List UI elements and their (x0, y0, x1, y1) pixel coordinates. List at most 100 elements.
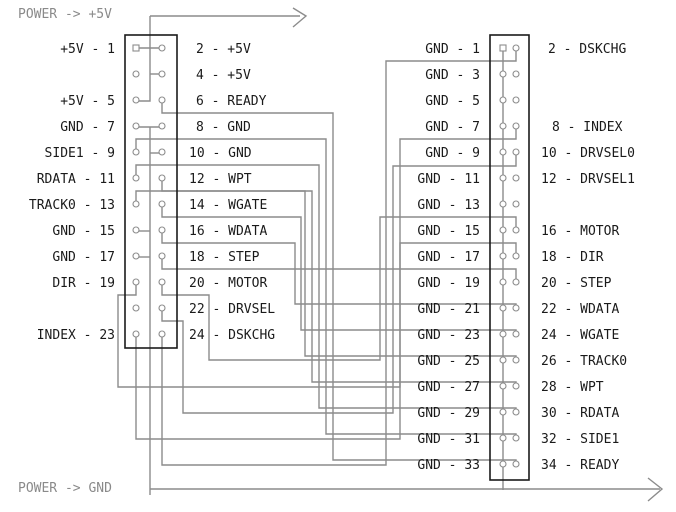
left-pin-even (158, 330, 166, 338)
right-odd-label: GND - 25 (417, 354, 480, 369)
right-odd-label: GND - 9 (425, 146, 480, 161)
left-odd-label: SIDE1 - 9 (45, 146, 115, 161)
left-even-label: 10 - GND (189, 146, 252, 161)
pins (132, 44, 520, 468)
left-odd-label: +5V - 1 (60, 42, 115, 57)
right-pin-1-square (499, 44, 507, 52)
right-even-label: 34 - READY (541, 458, 619, 473)
left-pin-odd (132, 122, 140, 130)
left-odd-label: GND - 15 (52, 224, 115, 239)
left-odd-label: INDEX - 23 (37, 328, 115, 343)
power-5v-caption: POWER -> +5V (18, 7, 112, 22)
left-odd-label: RDATA - 11 (37, 172, 115, 187)
right-odd-label: GND - 27 (417, 380, 480, 395)
left-pin-even (158, 70, 166, 78)
right-odd-label: GND - 21 (417, 302, 480, 317)
right-pin-odd (499, 460, 507, 468)
right-even-label: 28 - WPT (541, 380, 604, 395)
right-pin-even (512, 174, 520, 182)
right-odd-label: GND - 33 (417, 458, 480, 473)
left-odd-label: TRACK0 - 13 (29, 198, 115, 213)
left-pin-odd (132, 330, 140, 338)
right-even-label: 16 - MOTOR (541, 224, 619, 239)
left-pin-even (158, 304, 166, 312)
right-even-label: 10 - DRVSEL0 (541, 146, 635, 161)
right-odd-label: GND - 31 (417, 432, 480, 447)
left-pin-odd (132, 174, 140, 182)
right-even-label: 26 - TRACK0 (541, 354, 627, 369)
right-pin-even (512, 382, 520, 390)
right-pin-odd (499, 382, 507, 390)
right-pin-even (512, 70, 520, 78)
right-pin-even (512, 226, 520, 234)
right-pin-even (512, 356, 520, 364)
right-even-label: 12 - DRVSEL1 (541, 172, 635, 187)
wire-drvsel (161, 154, 517, 414)
left-pin-odd (132, 200, 140, 208)
left-pin-odd (132, 252, 140, 260)
right-even-label: 18 - DIR (541, 250, 604, 265)
left-odd-label: +5V - 5 (60, 94, 115, 109)
wires (117, 7, 664, 502)
right-pin-odd (499, 96, 507, 104)
wire-motor (161, 216, 517, 361)
left-pin-odd (132, 96, 140, 104)
power-gnd-arrow (647, 477, 664, 502)
right-pin-even (512, 252, 520, 260)
right-pin-even (512, 200, 520, 208)
right-pin-even (512, 434, 520, 442)
right-pin-odd (499, 356, 507, 364)
right-pin-even (512, 148, 520, 156)
wire-dir (117, 242, 517, 388)
right-even-label: 32 - SIDE1 (541, 432, 619, 447)
wire-dskchg (161, 48, 517, 466)
left-pin-odd (132, 278, 140, 286)
left-pin-even (158, 148, 166, 156)
right-odd-label: GND - 17 (417, 250, 480, 265)
right-pin-odd (499, 330, 507, 338)
left-pin-odd (132, 304, 140, 312)
left-even-label: 22 - DRVSEL (189, 302, 275, 317)
right-even-label: 24 - WGATE (541, 328, 619, 343)
power-gnd-caption: POWER -> GND (18, 481, 112, 496)
right-even-label: 30 - RDATA (541, 406, 619, 421)
left-even-label: 24 - DSKCHG (189, 328, 275, 343)
right-even-label: 8 - INDEX (552, 120, 623, 135)
right-pin-even (512, 278, 520, 286)
left-pin-odd (132, 226, 140, 234)
left-odd-label: GND - 17 (52, 250, 115, 265)
left-even-label: 4 - +5V (196, 68, 251, 83)
left-connector-box (124, 34, 178, 349)
right-odd-label: GND - 11 (417, 172, 480, 187)
right-pin-even (512, 304, 520, 312)
left-even-label: 12 - WPT (189, 172, 252, 187)
left-pin-even (158, 278, 166, 286)
left-pin-even (158, 252, 166, 260)
right-pin-odd (499, 252, 507, 260)
right-pin-odd (499, 70, 507, 78)
right-odd-label: GND - 5 (425, 94, 480, 109)
right-odd-label: GND - 1 (425, 42, 480, 57)
right-pin-even (512, 96, 520, 104)
left-pin-1-square (132, 44, 140, 52)
left-even-label: 20 - MOTOR (189, 276, 267, 291)
right-pin-even (512, 408, 520, 416)
right-odd-label: GND - 19 (417, 276, 480, 291)
right-even-label: 20 - STEP (541, 276, 612, 291)
left-odd-label: GND - 7 (60, 120, 115, 135)
right-odd-label: GND - 7 (425, 120, 480, 135)
right-pin-odd (499, 278, 507, 286)
right-even-label: 22 - WDATA (541, 302, 619, 317)
right-even-label: 2 - DSKCHG (548, 42, 626, 57)
right-pin-odd (499, 226, 507, 234)
right-odd-label: GND - 15 (417, 224, 480, 239)
left-even-label: 16 - WDATA (189, 224, 267, 239)
right-pin-even (512, 330, 520, 338)
left-pin-odd (132, 148, 140, 156)
wire-step (161, 257, 517, 284)
right-odd-label: GND - 13 (417, 198, 480, 213)
right-odd-label: GND - 23 (417, 328, 480, 343)
right-pin-odd (499, 122, 507, 130)
